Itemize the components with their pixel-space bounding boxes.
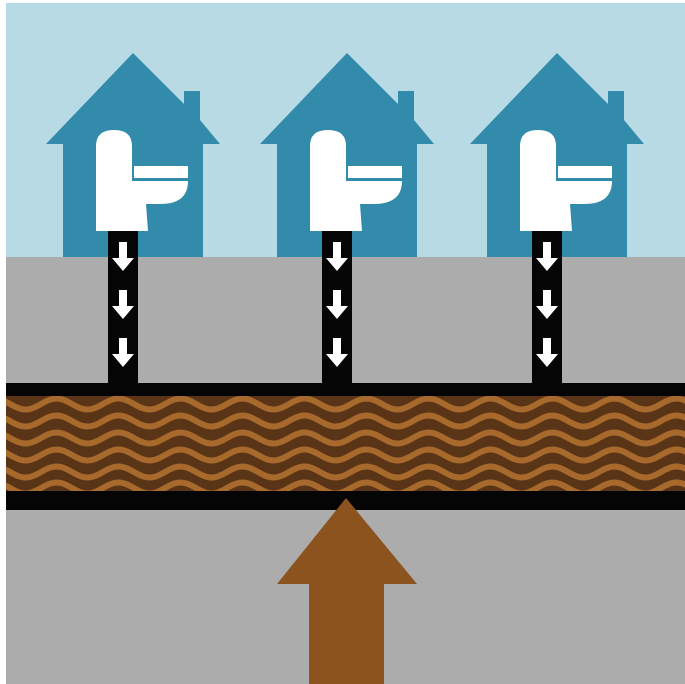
- drain-pipe-right: [532, 231, 562, 386]
- drain-pipe-left: [108, 231, 138, 386]
- drain-pipe-middle: [322, 231, 352, 386]
- sewage-flow: [0, 396, 685, 493]
- houses-group: [46, 53, 644, 257]
